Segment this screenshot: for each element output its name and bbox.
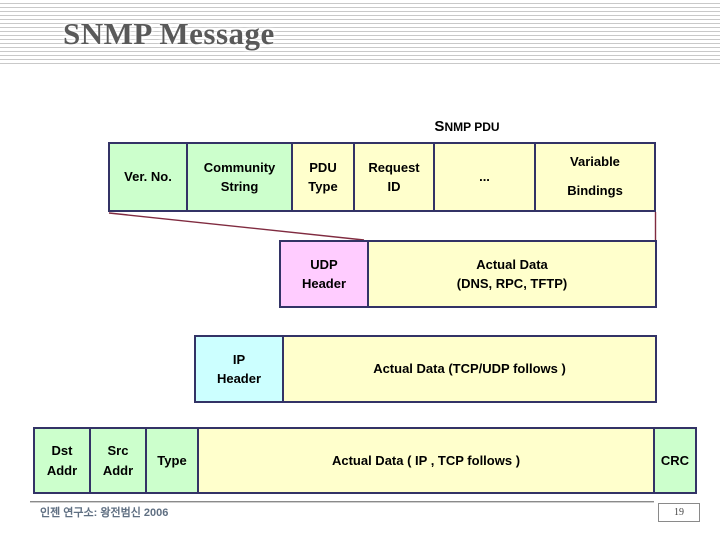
field-community-string: Community String [186, 144, 291, 210]
field-variable-bindings: Variable Bindings [534, 144, 654, 210]
field-ip-payload: Actual Data (TCP/UDP follows ) [282, 337, 655, 401]
page-number: 19 [658, 503, 700, 522]
ethernet-frame-row: Dst Addr Src Addr Type Actual Data ( IP … [33, 427, 697, 494]
pinstripe-banner [0, 0, 720, 64]
field-ellipsis: ... [433, 144, 534, 210]
field-dst-addr: Dst Addr [35, 429, 89, 492]
field-eth-type: Type [145, 429, 197, 492]
footer-credit: 인젠 연구소: 왕전범신 2006 [40, 507, 169, 519]
footer-divider [30, 501, 654, 503]
slide-title: SNMP Message [63, 16, 275, 51]
field-request-id: Request ID [353, 144, 433, 210]
field-version: Ver. No. [110, 144, 186, 210]
ip-packet-row: IP Header Actual Data (TCP/UDP follows ) [194, 335, 657, 403]
field-src-addr: Src Addr [89, 429, 145, 492]
snmp-message-row: Ver. No. Community String PDU Type Reque… [108, 142, 656, 212]
field-crc: CRC [653, 429, 695, 492]
snmp-pdu-label: SNMP PDU [434, 118, 500, 135]
field-udp-payload: Actual Data (DNS, RPC, TFTP) [367, 242, 655, 306]
field-eth-payload: Actual Data ( IP , TCP follows ) [197, 429, 653, 492]
udp-datagram-row: UDP Header Actual Data (DNS, RPC, TFTP) [279, 240, 657, 308]
field-pdu-type: PDU Type [291, 144, 353, 210]
field-ip-header: IP Header [196, 337, 282, 401]
field-udp-header: UDP Header [281, 242, 367, 306]
